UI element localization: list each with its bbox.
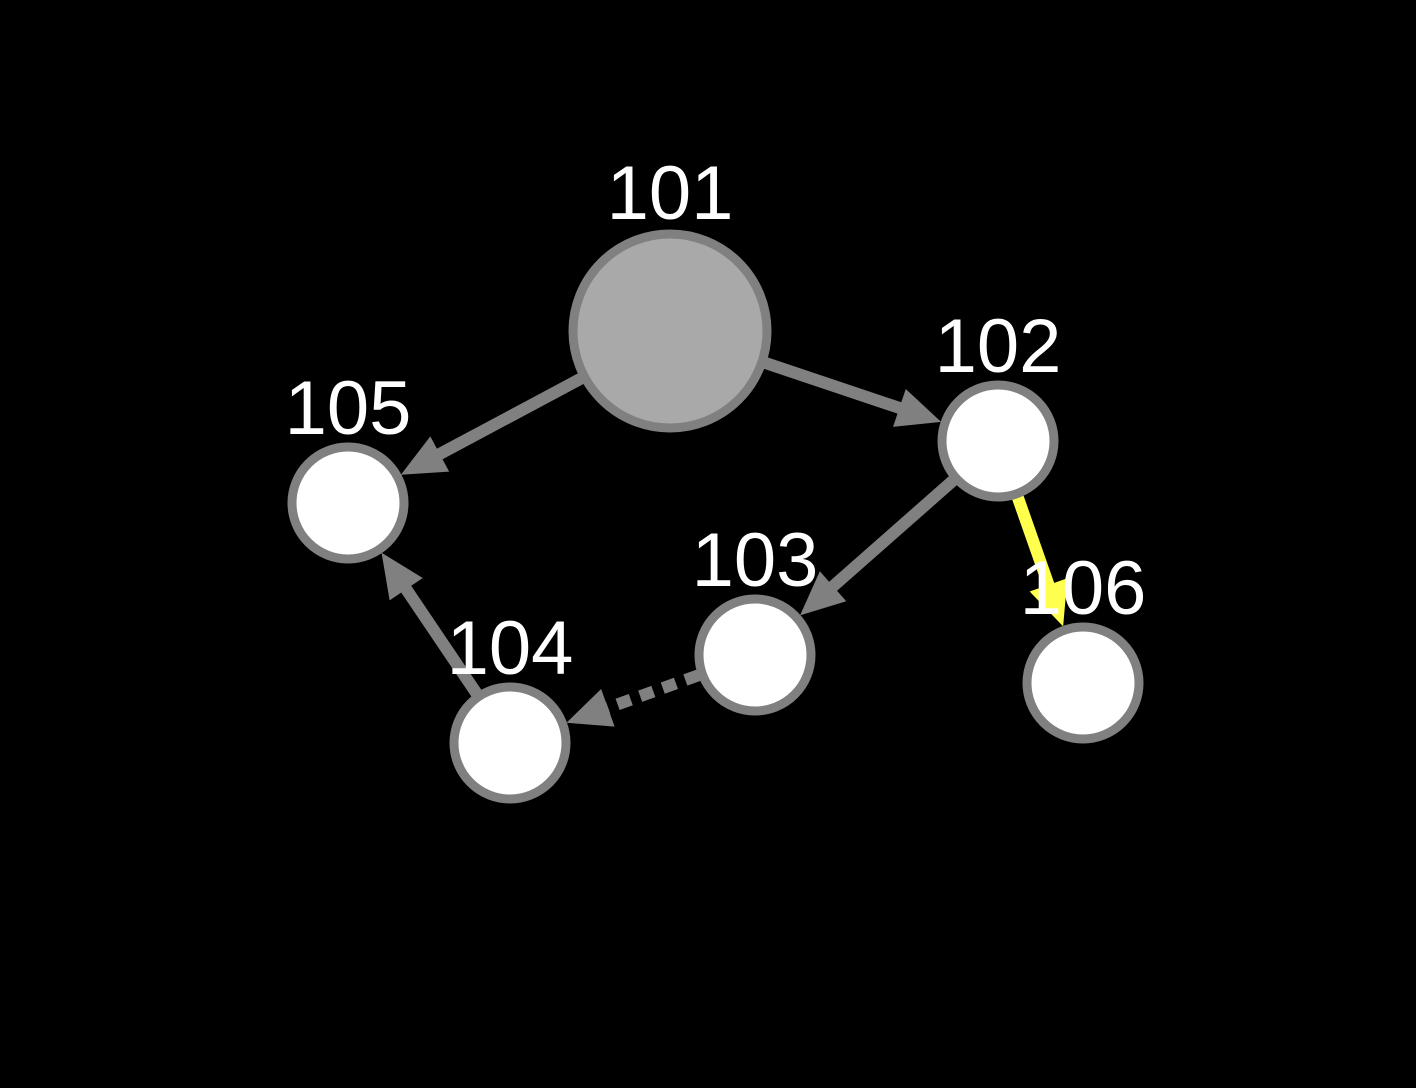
arrowhead (800, 571, 847, 616)
edge-line (1012, 495, 1055, 589)
edge-102-103 (800, 476, 957, 616)
nodes-layer (287, 229, 1144, 804)
edges-layer (381, 357, 1068, 727)
arrowhead (1029, 578, 1068, 627)
node-label-106: 106 (1020, 546, 1147, 631)
edge-101-105 (400, 373, 584, 475)
node-102[interactable] (937, 380, 1059, 502)
arrowhead (566, 689, 615, 727)
edge-line (603, 669, 701, 715)
arrowhead (893, 388, 942, 427)
node-label-101: 101 (607, 151, 734, 236)
edge-104-105 (381, 552, 482, 697)
edge-line (435, 373, 584, 461)
labels-layer: 101 102 103 104 105 106 (285, 151, 1147, 691)
edge-line (827, 476, 957, 593)
arrowhead (381, 552, 423, 601)
edge-102-106 (1012, 495, 1068, 627)
node-label-102: 102 (935, 304, 1062, 389)
node-103[interactable] (694, 594, 816, 716)
node-106[interactable] (1022, 622, 1144, 744)
edge-101-102 (763, 357, 942, 427)
node-101[interactable] (568, 229, 772, 433)
node-label-105: 105 (285, 366, 412, 451)
arrowhead (400, 436, 450, 475)
edge-line (400, 584, 482, 697)
node-105[interactable] (287, 442, 409, 564)
edge-line (763, 357, 904, 415)
edge-103-104 (566, 669, 701, 727)
node-104[interactable] (449, 682, 571, 804)
node-label-103: 103 (692, 518, 819, 603)
node-label-104: 104 (447, 606, 574, 691)
